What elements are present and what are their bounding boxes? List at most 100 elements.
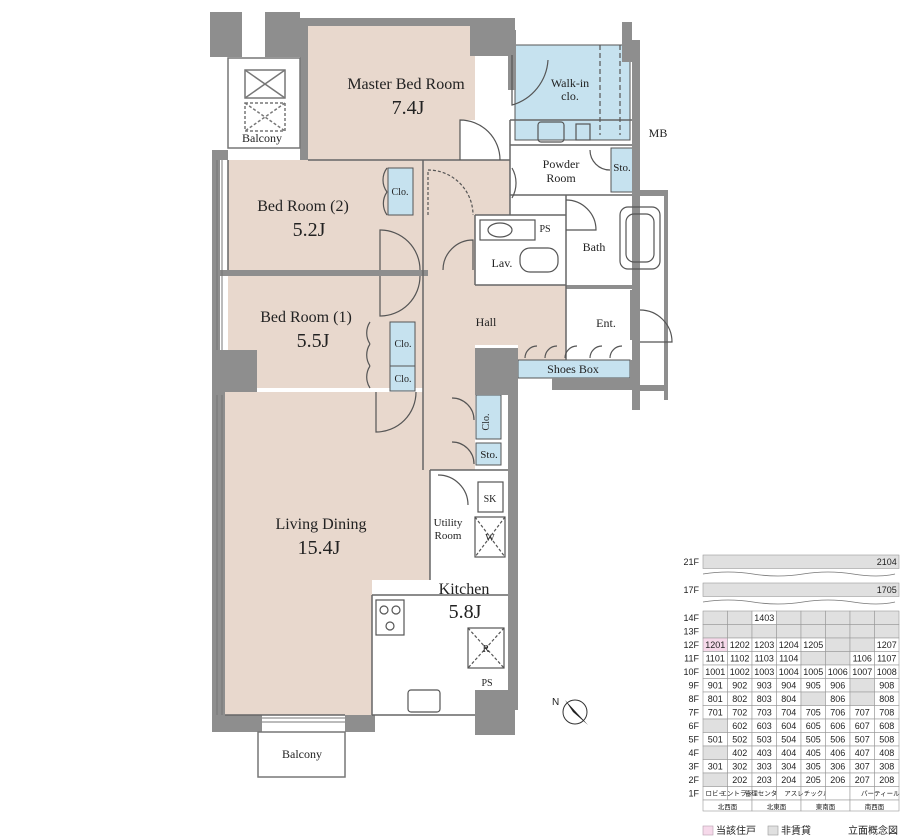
walls <box>210 12 668 735</box>
elevation-cell <box>702 745 728 760</box>
elevation-unit: 704 <box>781 708 796 718</box>
elevation-unit: 604 <box>781 721 796 731</box>
shoes-box-label: Shoes Box <box>547 362 599 376</box>
elevation-unit: 808 <box>879 694 894 704</box>
sk-label: SK <box>484 494 498 505</box>
elevation-1f-facility: エントランス <box>720 790 759 798</box>
balcony-bottom-label: Balcony <box>282 747 322 761</box>
floor-label: 7F <box>688 708 699 718</box>
elevation-unit: 1102 <box>730 654 749 664</box>
elevation-unit: 1203 <box>754 640 774 650</box>
sto-label-lower: Sto. <box>480 449 498 461</box>
elevation-cell <box>849 624 875 639</box>
floor-label: 5F <box>688 735 699 745</box>
elevation-unit: 503 <box>757 735 772 745</box>
elevation-unit: 806 <box>830 694 845 704</box>
elevation-unit: 205 <box>806 775 821 785</box>
elevation-cell <box>800 651 826 666</box>
elevation-unit: 608 <box>879 721 894 731</box>
elevation-unit: 302 <box>732 762 747 772</box>
elevation-band-f21 <box>702 554 900 569</box>
elevation-unit: 607 <box>855 721 870 731</box>
elevation-unit: 1103 <box>755 654 774 664</box>
elevation-unit: 405 <box>806 748 821 758</box>
elevation-unit: 804 <box>781 694 796 704</box>
elevation-unit: 303 <box>757 762 772 772</box>
elevation-cell <box>800 610 826 625</box>
floor-label: 1F <box>688 789 699 799</box>
elevation-unit: 507 <box>855 735 870 745</box>
elevation-cell <box>727 624 753 639</box>
floor-label: 9F <box>688 681 699 691</box>
clo-label-bed2: Clo. <box>392 187 409 198</box>
elevation-unit: 602 <box>732 721 747 731</box>
legend-non-rental-swatch <box>767 825 779 836</box>
elevation-unit: 207 <box>855 775 870 785</box>
elevation-unit: 404 <box>781 748 796 758</box>
elevation-unit: 306 <box>830 762 845 772</box>
hall-label: Hall <box>476 315 497 329</box>
elevation-unit: 202 <box>732 775 747 785</box>
elevation-unit: 508 <box>879 735 894 745</box>
elevation-unit: 1403 <box>754 613 774 623</box>
kitchen-name: Kitchen <box>439 581 490 598</box>
elevation-unit: 1107 <box>877 654 896 664</box>
elevation-unit: 1104 <box>779 654 798 664</box>
elevation-unit-f21: 2104 <box>877 557 897 567</box>
elevation-unit: 605 <box>806 721 821 731</box>
elevation-unit: 505 <box>806 735 821 745</box>
elevation-unit: 506 <box>830 735 845 745</box>
bedroom1-name: Bed Room (1) <box>260 309 352 326</box>
doors <box>366 55 673 506</box>
bedroom1-size: 5.5J <box>297 330 330 352</box>
elevation-unit: 1201 <box>705 640 725 650</box>
elevation-cell <box>702 624 728 639</box>
bedroom2-name: Bed Room (2) <box>257 198 349 215</box>
elevation-unit: 1003 <box>754 667 774 677</box>
elevation-unit: 705 <box>806 708 821 718</box>
elevation-cell <box>849 637 875 652</box>
clo-label-bed1b: Clo. <box>395 374 412 385</box>
walkin-label-1: Walk-in <box>551 76 589 90</box>
elevation-legend: 当該住戸 非賃貸 立面概念図 <box>702 824 898 837</box>
elevation-unit: 701 <box>708 708 723 718</box>
elevation-cell <box>702 772 728 787</box>
elevation-direction: 北東面 <box>767 802 787 811</box>
elevation-unit: 903 <box>757 681 772 691</box>
legend-current-swatch <box>702 825 714 836</box>
elevation-1f-facility: アスレチックルーム <box>784 790 843 798</box>
powder-label-1: Powder <box>543 157 580 171</box>
floor-label: 2F <box>688 775 699 785</box>
utility-label-1: Utility <box>434 517 463 529</box>
elevation-cell <box>825 651 851 666</box>
elevation-cell <box>825 637 851 652</box>
elevation-cell <box>776 610 802 625</box>
compass-icon: N <box>552 697 588 725</box>
elevation-unit: 208 <box>879 775 894 785</box>
elevation-cell <box>849 691 875 706</box>
powder-label-2: Room <box>546 171 576 185</box>
elevation-unit: 305 <box>806 762 821 772</box>
elevation-unit: 1007 <box>852 667 872 677</box>
floor-label: 10F <box>683 667 699 677</box>
master-bedroom-name: Master Bed Room <box>347 76 465 93</box>
elevation-unit-f17: 1705 <box>877 585 897 595</box>
elevation-unit: 606 <box>830 721 845 731</box>
elevation-break-line <box>702 571 896 577</box>
elevation-unit: 403 <box>757 748 772 758</box>
elevation-unit: 502 <box>732 735 747 745</box>
elevation-unit: 501 <box>708 735 723 745</box>
floor-label: 8F <box>688 694 699 704</box>
balcony-top-label: Balcony <box>242 131 282 145</box>
elevation-unit: 301 <box>708 762 723 772</box>
elevation-unit: 1002 <box>730 667 750 677</box>
elevation-unit: 1008 <box>877 667 897 677</box>
elevation-break-line <box>702 599 896 605</box>
floor-label: 6F <box>688 721 699 731</box>
elevation-unit: 308 <box>879 762 894 772</box>
elevation-unit: 1106 <box>853 654 872 664</box>
elevation-unit: 1001 <box>705 667 725 677</box>
balconies <box>227 57 346 778</box>
bath-label: Bath <box>583 240 606 254</box>
utility-label-2: Room <box>435 530 462 542</box>
